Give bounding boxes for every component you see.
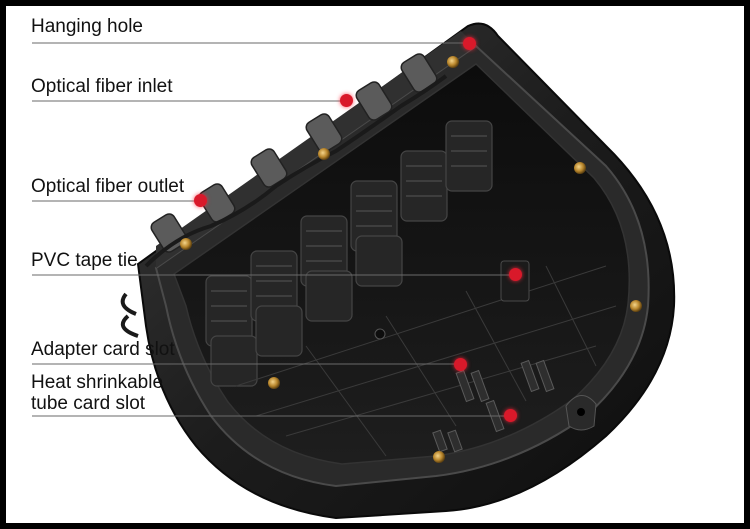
label-optical-fiber-inlet: Optical fiber inlet <box>31 76 173 97</box>
fiber-enclosure-photo <box>32 22 676 520</box>
marker-heat-shrinkable-tube-card-slot <box>504 409 517 422</box>
marker-hanging-hole <box>463 37 476 50</box>
cable-loops <box>120 74 448 338</box>
brass-screws <box>180 56 642 463</box>
label-heat-shrinkable-line2: tube card slot <box>31 393 146 414</box>
marker-optical-fiber-outlet <box>194 194 207 207</box>
label-adapter-card-slot: Adapter card slot <box>31 339 175 360</box>
center-post <box>374 328 386 340</box>
marker-adapter-card-slot <box>454 358 467 371</box>
marker-optical-fiber-inlet <box>340 94 353 107</box>
label-heat-shrinkable-line1: Heat shrinkable <box>31 372 164 393</box>
product-photo-canvas: Hanging hole Optical fiber inlet Optical… <box>6 6 744 523</box>
top-wall <box>156 31 476 268</box>
tape-tie-block <box>500 260 530 302</box>
label-hanging-hole: Hanging hole <box>31 16 143 37</box>
label-optical-fiber-outlet: Optical fiber outlet <box>31 176 185 197</box>
marker-pvc-tape-tie <box>509 268 522 281</box>
cable-ports <box>150 53 438 253</box>
leader-lines <box>32 42 516 417</box>
splice-modules <box>205 120 493 387</box>
module-ridges <box>211 135 487 322</box>
label-pvc-tape-tie: PVC tape tie <box>31 250 138 271</box>
floor-grid <box>235 265 617 457</box>
